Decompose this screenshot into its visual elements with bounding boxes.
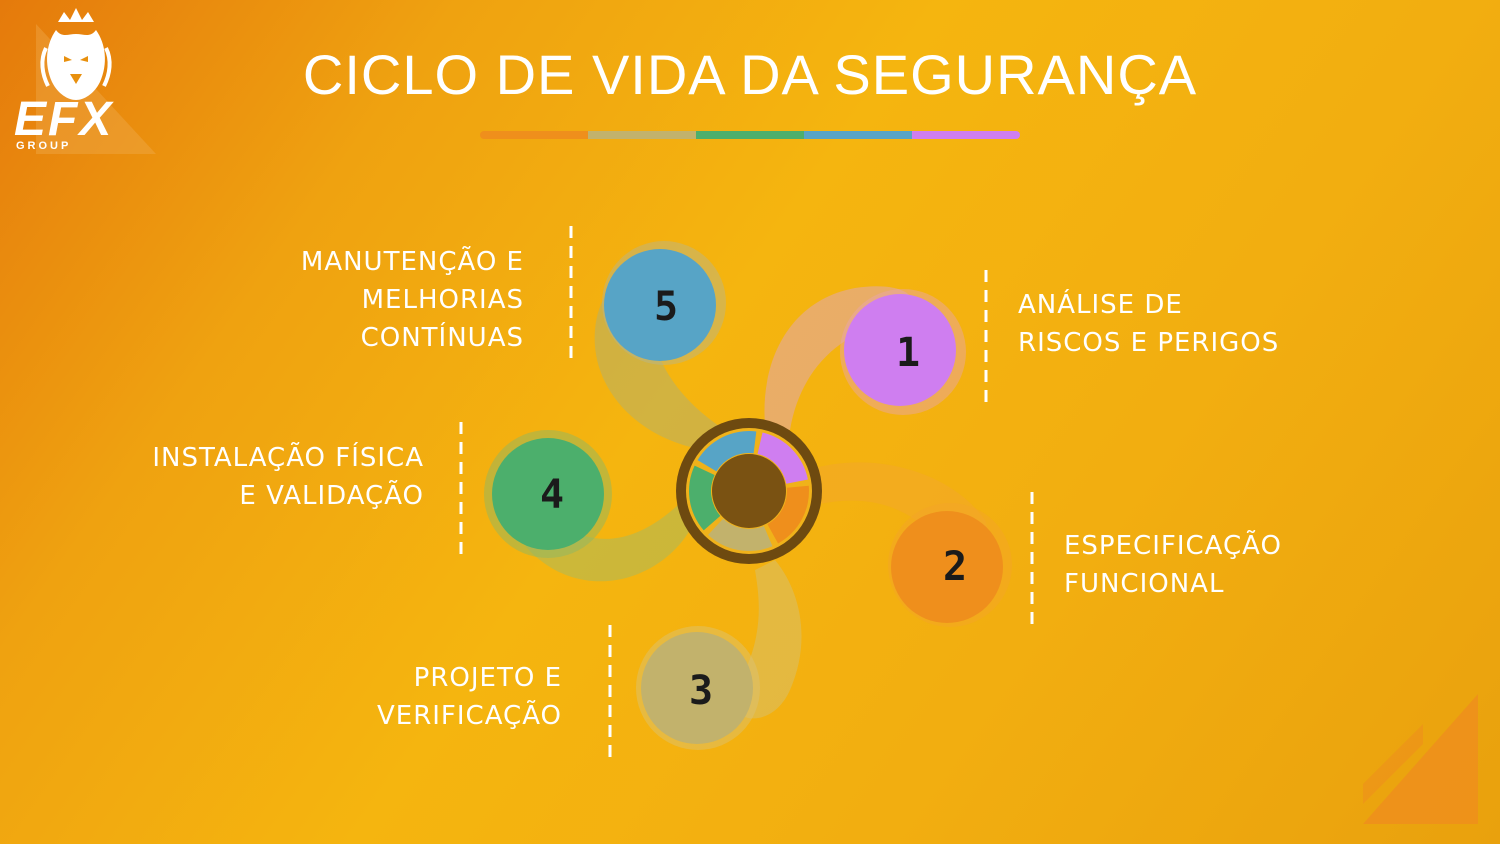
corner-triangle-icon bbox=[1363, 694, 1478, 824]
title-bar-segment-1 bbox=[480, 131, 588, 139]
hub-segment-5 bbox=[697, 431, 757, 472]
title-bar-segment-5 bbox=[912, 131, 1020, 139]
stage-circle-2 bbox=[891, 511, 1003, 623]
title-underline-bar bbox=[480, 131, 1020, 139]
petal-tail-4 bbox=[519, 505, 690, 582]
title-bar-segment-3 bbox=[696, 131, 804, 139]
hub-segment-3 bbox=[708, 518, 773, 551]
stage-number-5: 5 bbox=[654, 284, 678, 330]
stage-circle-5 bbox=[604, 249, 716, 361]
title-bar-segment-4 bbox=[804, 131, 912, 139]
hub-segments bbox=[689, 431, 809, 551]
stage-circle-1 bbox=[844, 294, 956, 406]
stage-label-2: ESPECIFICAÇÃO FUNCIONAL bbox=[1064, 531, 1282, 599]
stage-number-2: 2 bbox=[943, 544, 967, 590]
stage-circle-4 bbox=[492, 438, 604, 550]
hub-segment-2 bbox=[767, 485, 809, 544]
stage-number-3: 3 bbox=[689, 668, 713, 714]
hub-segment-4 bbox=[689, 465, 721, 531]
stage-number-4: 4 bbox=[540, 472, 564, 518]
stage-number-1: 1 bbox=[896, 330, 920, 376]
hub-segment-1 bbox=[757, 432, 808, 484]
logo-subtext: GROUP bbox=[16, 140, 72, 152]
logo-text: EFX bbox=[14, 93, 114, 146]
stage-label-4: INSTALAÇÃO FÍSICA E VALIDAÇÃO bbox=[152, 443, 424, 511]
stage-label-3: PROJETO E VERIFICAÇÃO bbox=[376, 663, 562, 731]
stage-label-1: ANÁLISE DE RISCOS E PERIGOS bbox=[1018, 290, 1280, 358]
hub-center bbox=[712, 454, 786, 528]
efx-logo: EFX GROUP bbox=[6, 4, 176, 154]
lion-crown-icon bbox=[36, 8, 156, 154]
stage-circle-3 bbox=[641, 632, 753, 744]
page-title: CICLO DE VIDA DA SEGURANÇA bbox=[302, 43, 1198, 106]
stage-label-5: MANUTENÇÃO E MELHORIAS CONTÍNUAS bbox=[300, 247, 524, 353]
title-bar-segment-2 bbox=[588, 131, 696, 139]
